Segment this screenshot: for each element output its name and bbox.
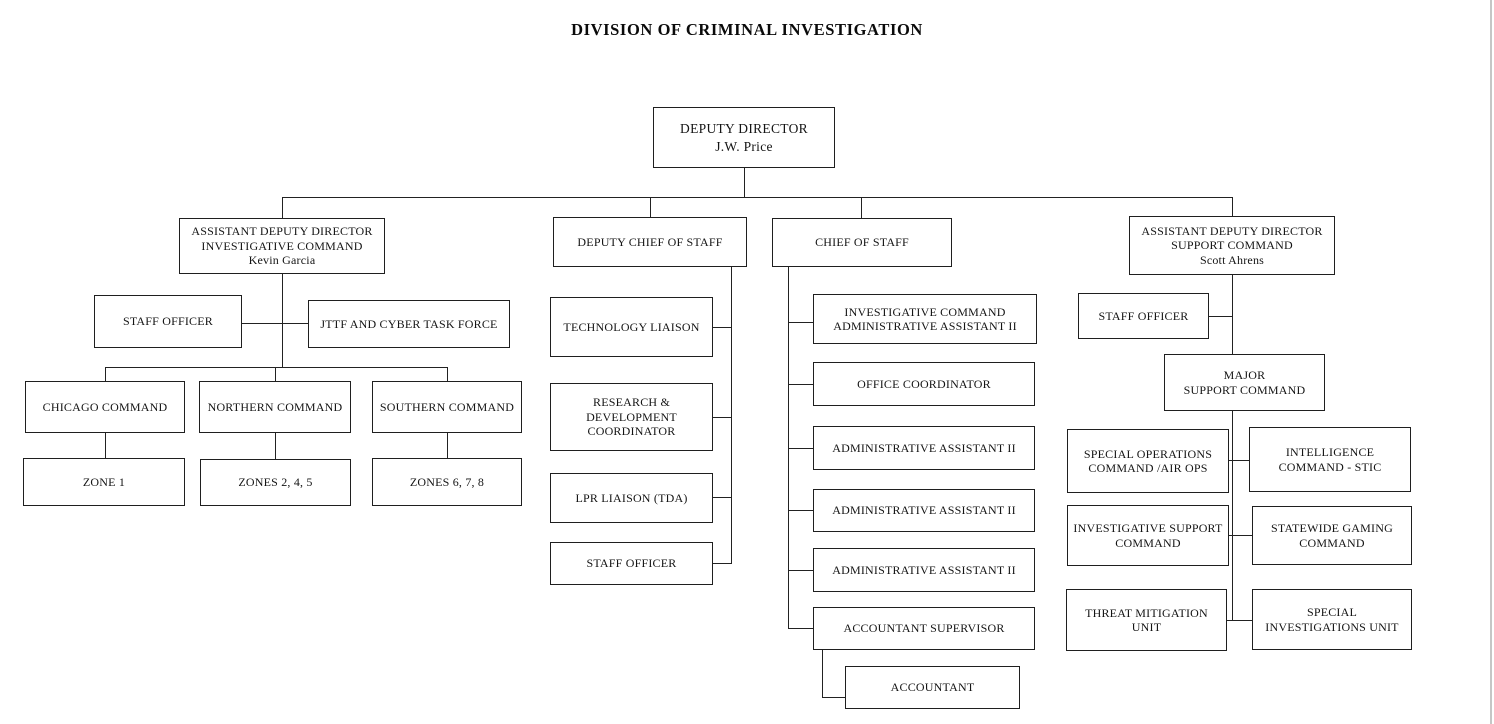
org-box-staff-officer-support: STAFF OFFICER: [1078, 293, 1209, 339]
org-box-investigative-support-command: INVESTIGATIVE SUPPORT COMMAND: [1067, 505, 1229, 566]
role-label: CHICAGO COMMAND: [42, 399, 168, 414]
org-box-statewide-gaming-command: STATEWIDE GAMING COMMAND: [1252, 506, 1412, 565]
org-box-admin-assistant-2: ADMINISTRATIVE ASSISTANT II: [813, 489, 1035, 532]
role-label: SPECIAL: [1306, 605, 1358, 619]
role-label: STAFF OFFICER: [586, 556, 677, 571]
role-label: NORTHERN COMMAND: [207, 399, 343, 414]
page-title: DIVISION OF CRIMINAL INVESTIGATION: [571, 20, 923, 39]
org-box-accountant-supervisor: ACCOUNTANT SUPERVISOR: [813, 607, 1035, 650]
org-box-zones-6-7-8: ZONES 6, 7, 8: [372, 458, 522, 506]
org-box-admin-assistant-1: ADMINISTRATIVE ASSISTANT II: [813, 426, 1035, 470]
page-right-edge: [1490, 0, 1492, 724]
role-label: DEVELOPMENT: [586, 409, 677, 424]
org-box-investigative-command-admin-assistant: INVESTIGATIVE COMMAND ADMINISTRATIVE ASS…: [813, 294, 1037, 344]
role-label: COMMAND: [1299, 535, 1365, 550]
role-label: STAFF OFFICER: [1098, 308, 1189, 323]
person-name: Scott Ahrens: [1199, 252, 1265, 267]
org-box-assistant-deputy-director-support: ASSISTANT DEPUTY DIRECTOR SUPPORT COMMAN…: [1129, 216, 1335, 275]
org-box-deputy-director: DEPUTY DIRECTOR J.W. Price: [653, 107, 835, 168]
org-box-accountant: ACCOUNTANT: [845, 666, 1020, 709]
org-box-jttf-cyber-task-force: JTTF AND CYBER TASK FORCE: [308, 300, 510, 348]
role-label: SOUTHERN COMMAND: [379, 399, 515, 414]
org-box-zones-2-4-5: ZONES 2, 4, 5: [200, 459, 351, 506]
org-box-threat-mitigation-unit: THREAT MITIGATION UNIT: [1066, 589, 1227, 651]
role-label: ZONES 2, 4, 5: [238, 475, 313, 490]
role-label: STAFF OFFICER: [122, 314, 213, 329]
org-box-chicago-command: CHICAGO COMMAND: [25, 381, 185, 433]
role-label: ADMINISTRATIVE ASSISTANT II: [832, 440, 1016, 455]
org-box-northern-command: NORTHERN COMMAND: [199, 381, 351, 433]
role-label: ACCOUNTANT: [890, 680, 975, 695]
role-label: COMMAND /AIR OPS: [1088, 461, 1208, 475]
org-box-staff-officer-deputy-chief: STAFF OFFICER: [550, 542, 713, 585]
role-label: ADMINISTRATIVE ASSISTANT II: [832, 503, 1016, 518]
role-label: DEPUTY DIRECTOR: [680, 120, 808, 136]
role-label: RESEARCH &: [592, 395, 670, 410]
role-label: COMMAND - STIC: [1278, 459, 1382, 474]
org-box-special-operations-command: SPECIAL OPERATIONS COMMAND /AIR OPS: [1067, 429, 1229, 493]
role-label: DEPUTY CHIEF OF STAFF: [577, 234, 723, 249]
org-box-zone-1: ZONE 1: [23, 458, 185, 506]
role-label: COMMAND: [1115, 535, 1181, 550]
role-label: LPR LIAISON (TDA): [575, 490, 688, 505]
role-label: ZONES 6, 7, 8: [409, 474, 485, 489]
role-label: ASSISTANT DEPUTY DIRECTOR: [191, 224, 373, 239]
org-box-chief-of-staff: CHIEF OF STAFF: [772, 218, 952, 267]
role-label: JTTF AND CYBER TASK FORCE: [320, 316, 498, 331]
org-box-major-support-command: MAJOR SUPPORT COMMAND: [1164, 354, 1325, 411]
role-label: SPECIAL OPERATIONS: [1083, 446, 1213, 461]
person-name: J.W. Price: [715, 138, 773, 154]
role-label: ADMINISTRATIVE ASSISTANT II: [833, 319, 1017, 333]
org-box-technology-liaison: TECHNOLOGY LIAISON: [550, 297, 713, 357]
org-box-deputy-chief-of-staff: DEPUTY CHIEF OF STAFF: [553, 217, 747, 267]
role-label: INVESTIGATIVE COMMAND: [201, 238, 363, 253]
role-label: COORDINATOR: [587, 424, 676, 439]
org-box-assistant-deputy-director-investigative: ASSISTANT DEPUTY DIRECTOR INVESTIGATIVE …: [179, 218, 385, 274]
role-label: ADMINISTRATIVE ASSISTANT II: [832, 562, 1016, 577]
role-label: OFFICE COORDINATOR: [857, 376, 991, 391]
role-label: INVESTIGATIVE SUPPORT: [1073, 521, 1223, 535]
org-box-special-investigations-unit: SPECIAL INVESTIGATIONS UNIT: [1252, 589, 1412, 650]
role-label: CHIEF OF STAFF: [815, 235, 909, 250]
person-name: Kevin Garcia: [248, 253, 316, 268]
role-label: TECHNOLOGY LIAISON: [563, 319, 700, 334]
role-label: ZONE 1: [82, 474, 126, 489]
role-label: ASSISTANT DEPUTY DIRECTOR: [1141, 223, 1323, 238]
org-box-research-development-coordinator: RESEARCH & DEVELOPMENT COORDINATOR: [550, 383, 713, 451]
org-box-admin-assistant-3: ADMINISTRATIVE ASSISTANT II: [813, 548, 1035, 592]
org-box-office-coordinator: OFFICE COORDINATOR: [813, 362, 1035, 406]
role-label: MAJOR: [1223, 368, 1266, 382]
role-label: INVESTIGATIONS UNIT: [1265, 619, 1399, 634]
org-box-lpr-liaison: LPR LIAISON (TDA): [550, 473, 713, 523]
role-label: STATEWIDE GAMING: [1271, 521, 1393, 535]
role-label: SUPPORT COMMAND: [1171, 238, 1293, 253]
role-label: SUPPORT COMMAND: [1183, 382, 1306, 397]
org-box-southern-command: SOUTHERN COMMAND: [372, 381, 522, 433]
org-box-staff-officer-investigative: STAFF OFFICER: [94, 295, 242, 348]
role-label: ACCOUNTANT SUPERVISOR: [843, 621, 1005, 636]
role-label: INVESTIGATIVE COMMAND: [844, 304, 1006, 319]
role-label: THREAT MITIGATION: [1085, 605, 1208, 620]
role-label: UNIT: [1131, 620, 1162, 634]
role-label: INTELLIGENCE: [1285, 445, 1375, 459]
org-box-intelligence-command-stic: INTELLIGENCE COMMAND - STIC: [1249, 427, 1411, 492]
